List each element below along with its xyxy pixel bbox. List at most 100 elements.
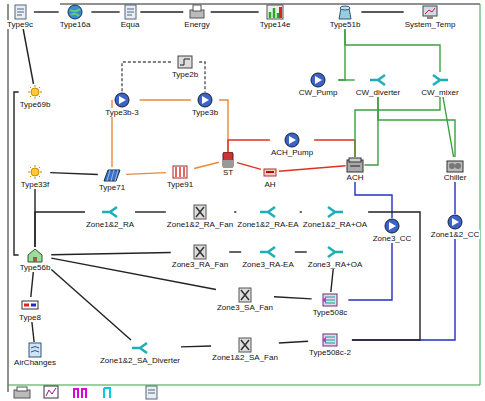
component-label: Type56b [19,263,52,272]
pipe-connector [352,212,420,340]
bus-line [8,4,9,392]
component-node: System_Temp [404,4,457,29]
bus-line [480,4,481,385]
component-label: AH [263,180,276,189]
component-node: CW_Pump [298,72,339,97]
component-label: Zone1&2_SA_Fan [211,353,279,362]
bus-line [8,385,480,386]
component-icon [266,4,284,20]
component-node: Zone1&2_SA_Fan [211,337,279,362]
component-node: Type2b [171,54,199,79]
plotter-icon [44,386,58,398]
component-node: Type3b [191,92,219,117]
component-icon [346,157,364,173]
component-node: Type508c [312,292,349,317]
component-node: AirChanges [13,342,57,367]
component-icon [283,132,301,148]
pipe-connector [295,251,307,252]
pipe-connector [314,140,355,157]
plot-icon [104,388,110,398]
pipe-connector [14,92,19,255]
component-node: Type14e [259,4,292,29]
pipe-connector [279,166,346,171]
pipe-connector [228,140,270,152]
pipe-connector [91,11,119,12]
component-label: Type9c [6,20,34,29]
pipe-connector [279,341,308,343]
component-label: Type3b [191,108,219,117]
pipe-connector [140,11,183,12]
component-node: Zone1&2_RA+OA [302,204,368,229]
pipe-connector [23,29,33,84]
component-node: Zone1&2_RA [85,204,135,229]
component-label: Zone3_CC [372,234,413,243]
plot-icon [74,389,86,398]
component-node: Zone3_RA+OA [307,244,363,269]
component-icon [66,4,84,20]
component-label: Zone1&2_RA+OA [302,220,368,229]
component-icon [259,244,277,260]
component-label: Type3b-3 [104,108,139,117]
component-label: Type508c-2 [308,348,352,357]
component-label: Chiller [443,173,468,182]
pipe-connector [32,322,34,342]
pipe-connector [219,100,228,152]
component-node: Type508c-2 [308,332,352,357]
pipe-connector [34,11,59,12]
component-label: Type8 [18,313,42,322]
component-label: Type51b [329,20,362,29]
component-icon [26,84,44,100]
pipe-connector [181,345,211,347]
component-label: Energy [183,20,210,29]
pipe-connector [274,297,312,299]
component-icon [113,92,131,108]
component-label: Type14e [259,20,292,29]
component-label: ST [222,168,234,177]
component-label: ACH [346,173,365,182]
component-label: Type508c [312,308,349,317]
pipe-connector [355,97,440,157]
component-node: Type16a [59,4,92,29]
component-icon [171,164,189,180]
component-node: Type56b [19,247,52,272]
printer-icon [14,387,30,398]
component-label: Type33f [20,180,50,189]
component-label: Zone3_RA-EA [241,260,295,269]
component-icon [321,292,339,308]
component-icon [309,72,327,88]
component-icon [26,164,44,180]
pipe-connector [361,11,403,12]
pipe-connector [443,97,454,157]
component-icon [236,337,254,353]
pipe-connector [140,99,191,100]
component-node: Zone1&2_SA_Diverter [99,340,181,365]
pipe-connector [199,62,205,92]
component-icon [191,244,209,260]
component-label: Zone3_RA_Fan [171,260,229,269]
component-node: Zone1&2_CC [430,214,480,239]
component-icon [196,92,214,108]
pipe-connector [331,269,333,292]
component-node: ACH [346,157,365,182]
pipe-connector [338,29,345,80]
pipe-connector [454,182,455,214]
component-icon [131,340,149,356]
pipe-connector [122,62,171,92]
component-label: System_Temp [404,20,457,29]
component-node: Type91 [166,164,194,189]
pipe-connector [234,211,236,212]
component-icon [236,287,254,303]
pipe-connector [35,212,85,247]
component-label: CW_Pump [298,88,339,97]
pipe-connector [126,173,166,175]
component-label: Zone1&2_RA_Fan [166,220,234,229]
pipe-connector [300,211,302,212]
component-icon [11,4,29,20]
component-icon [336,4,354,20]
component-icon [383,218,401,234]
component-icon [326,204,344,220]
pipe-connector [50,173,98,175]
component-icon [326,244,344,260]
component-label: Type16a [59,20,92,29]
component-label: Zone3_RA+OA [307,260,363,269]
